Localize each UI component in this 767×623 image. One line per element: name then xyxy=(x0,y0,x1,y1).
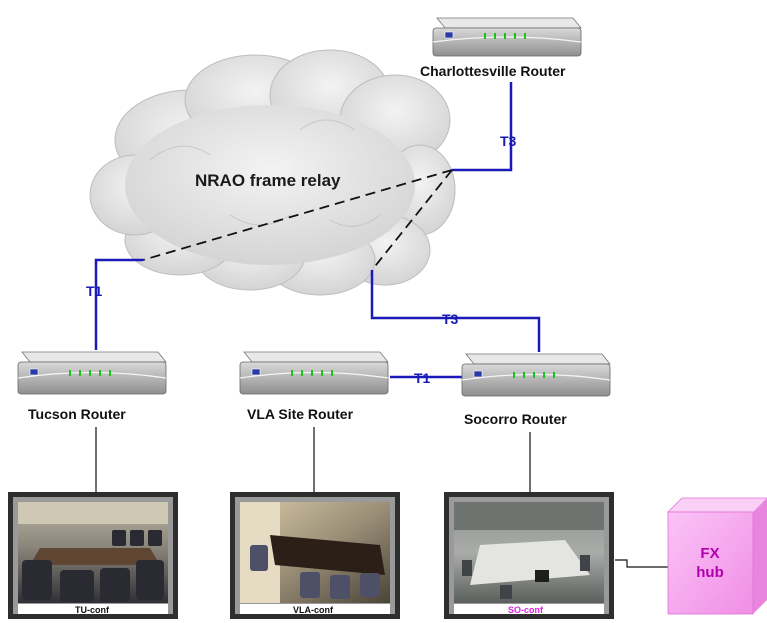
virtual-circuit-socorro xyxy=(371,169,453,271)
hub-label-line1: FX xyxy=(700,545,719,562)
virtual-circuit-tucson xyxy=(142,169,453,261)
hub-label-line2: hub xyxy=(696,564,724,581)
router-label-vla: VLA Site Router xyxy=(247,406,354,422)
room-label-vla: VLA-conf xyxy=(293,605,334,615)
room-label-tucson: TU-conf xyxy=(75,605,110,615)
router-tucson xyxy=(17,351,167,395)
router-vla xyxy=(239,351,389,395)
room-vla xyxy=(230,492,400,619)
room-tucson xyxy=(8,492,178,619)
cloud-label: NRAO frame relay xyxy=(195,171,341,190)
link-label-vla-socorro-t1: T1 xyxy=(414,370,431,386)
link-label-cv-t3: T3 xyxy=(500,133,517,149)
frame-relay-cloud xyxy=(89,49,456,296)
router-socorro xyxy=(461,353,611,397)
link-charlottesville-t3 xyxy=(452,82,513,172)
router-label-charlottesville: Charlottesville Router xyxy=(420,63,566,79)
router-charlottesville xyxy=(432,17,582,57)
link-socorro-t3 xyxy=(370,270,541,352)
fx-hub xyxy=(667,497,767,615)
room-socorro xyxy=(444,492,614,619)
router-label-tucson: Tucson Router xyxy=(28,406,126,422)
router-label-socorro: Socorro Router xyxy=(464,411,567,427)
links xyxy=(94,82,668,568)
link-label-socorro-t3: T3 xyxy=(442,311,459,327)
room-label-socorro: SO-conf xyxy=(508,605,544,615)
link-tucson-t1 xyxy=(94,258,143,350)
link-label-tucson-t1: T1 xyxy=(86,283,103,299)
